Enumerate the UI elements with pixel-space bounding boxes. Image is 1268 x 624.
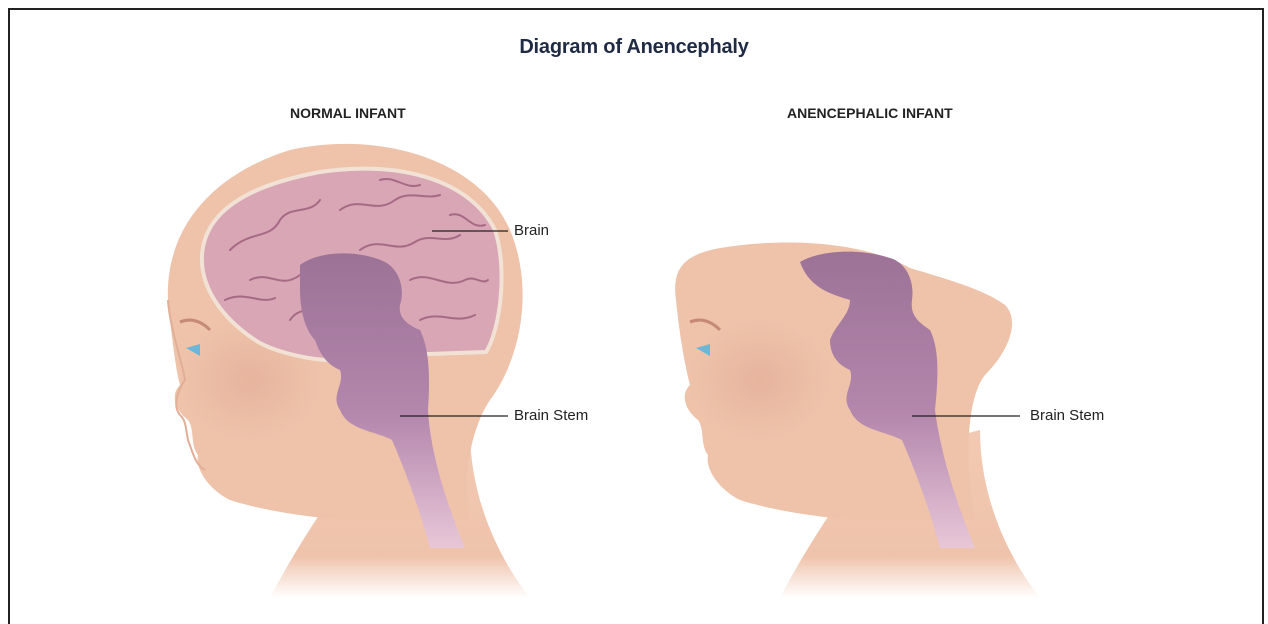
normal-infant-figure	[168, 144, 530, 598]
anencephalic-brain-stem-label: Brain Stem	[1030, 407, 1104, 424]
anencephalic-infant-figure	[675, 243, 1040, 598]
brain-label: Brain	[514, 222, 549, 239]
normal-brain-stem-label: Brain Stem	[514, 407, 588, 424]
